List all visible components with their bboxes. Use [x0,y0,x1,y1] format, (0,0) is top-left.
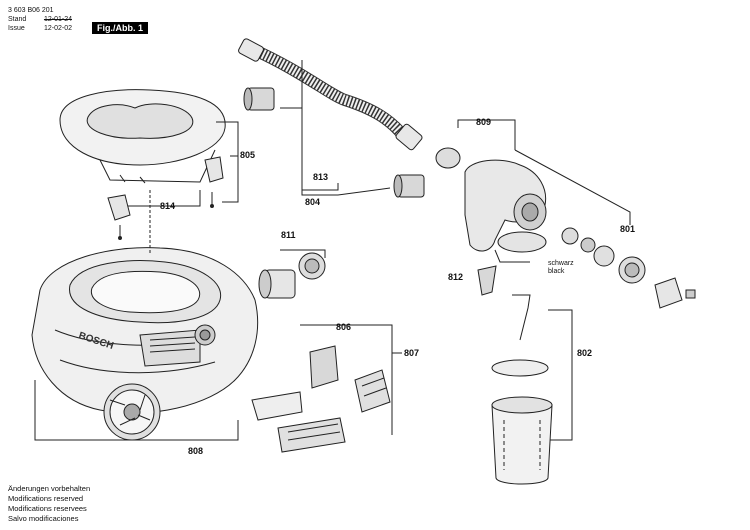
stand-row: Stand 12-01-24 [8,15,72,24]
part-label-814: 814 [160,201,176,211]
bracket-811 [280,249,326,258]
issue-value: 12-02-02 [43,25,72,32]
color-note-en: black [548,268,565,275]
clip-part-814 [107,194,131,240]
container-part-802 [491,294,553,485]
issue-row: Issue 12-02-02 [8,24,72,33]
footer-line-es: Salvo modificaciones [8,514,79,523]
trigger-part-812 [477,265,497,296]
figure-label: Fig./Abb. 1 [92,22,148,34]
bracket-813 [301,187,391,196]
panel-part-806 [251,345,339,421]
bracket-806 [300,324,393,435]
part-label-812: 812 [448,272,464,282]
part-label-807: 807 [404,348,420,358]
footer-line-de: Änderungen vorbehalten [8,484,91,493]
part-label-808: 808 [188,446,204,456]
stand-value: 12-01-24 [43,16,72,23]
panel-part-807 [277,369,391,453]
part-label-802: 802 [577,348,593,358]
spray-gun-part-809 [435,147,547,263]
footer-line-en: Modifications reserved [8,494,84,503]
color-note-de: schwarz [548,260,574,267]
bracket-814 [128,190,201,207]
modifications-footer: Änderungen vorbehalten Modifications res… [8,484,90,524]
bracket-801 [514,149,631,225]
bracket-804 [280,107,339,191]
part-label-811: 811 [281,230,296,240]
part-label-809: 809 [476,117,492,127]
lid-part-805 [59,89,226,184]
part-label-813: 813 [313,172,329,182]
bracket-805 [216,121,239,203]
part-label-801: 801 [620,224,636,234]
nozzle-parts-801 [561,227,696,309]
filter-part-811 [258,252,326,299]
part-label-804: 804 [305,197,321,207]
bracket-809 [457,119,516,150]
clip-part-805 [204,156,224,208]
part-label-806: 806 [336,322,352,332]
part-label-805: 805 [240,150,256,160]
footer-line-fr: Modifications reservees [8,504,87,513]
hose-sleeve-813 [243,87,425,198]
hose-part-804 [238,38,423,151]
doc-number: 3 603 B06 201 [8,7,54,14]
bracket-808 [34,380,239,441]
document-header: 3 603 B06 201 Stand 12-01-24 Issue 12-02… [8,6,72,33]
stand-label: Stand [8,16,27,23]
base-housing-808 [31,247,259,441]
issue-label: Issue [8,25,25,32]
color-note: schwarz black [548,260,574,276]
bracket-802 [548,309,573,441]
